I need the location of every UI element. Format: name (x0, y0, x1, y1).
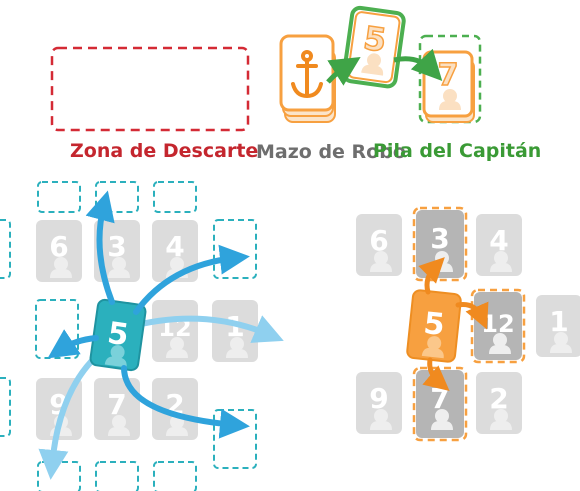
svg-text:2: 2 (489, 382, 508, 415)
captain-pile[interactable]: 7 (418, 34, 482, 124)
svg-text:5: 5 (361, 19, 388, 60)
draw-pile-label: Mazo de Robo (256, 141, 406, 163)
discard-zone (50, 46, 250, 132)
svg-text:6: 6 (369, 224, 388, 257)
svg-text:4: 4 (489, 224, 508, 257)
svg-text:4: 4 (165, 230, 184, 263)
svg-text:1: 1 (549, 305, 568, 338)
draw-pile[interactable] (279, 34, 336, 123)
svg-text:3: 3 (107, 230, 126, 263)
green-arrow-right (393, 48, 443, 81)
left-grid: 6 3 4 12 1 9 7 2 5 (0, 181, 284, 491)
svg-text:6: 6 (49, 230, 68, 263)
captain-pile-label: Pila del Capitán (373, 140, 542, 162)
discard-zone-label: Zona de Descarte (70, 140, 259, 162)
moving-card[interactable]: 5 (341, 5, 406, 89)
anchor-icon (291, 50, 323, 99)
green-arrow-left (326, 56, 361, 86)
svg-text:7: 7 (107, 388, 126, 421)
right-grid: 6 3 4 12 1 9 7 2 5 (356, 206, 580, 442)
svg-text:3: 3 (430, 222, 449, 255)
left-center-card[interactable]: 5 (89, 298, 147, 372)
right-center-card[interactable]: 5 (406, 289, 462, 363)
captain-card-number: 7 (438, 58, 459, 93)
svg-text:9: 9 (369, 382, 388, 415)
